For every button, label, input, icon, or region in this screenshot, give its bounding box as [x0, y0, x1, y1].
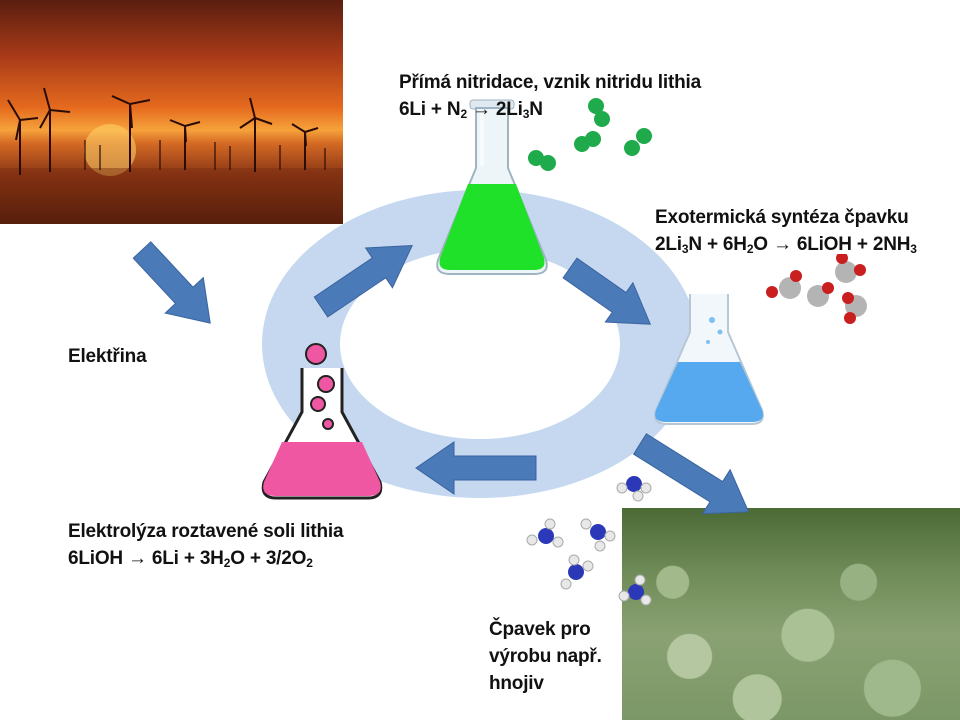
electrolysis-equation: 6LiOH → 6Li + 3H2O + 3/2O2: [68, 547, 313, 570]
ammonia-molecule-icon: [526, 476, 652, 606]
arrow-to-synthesis: [562, 257, 652, 325]
cabbage-field-photo: [622, 508, 960, 720]
ammonia-synthesis-title: Exotermická syntéza čpavku: [655, 207, 909, 228]
ammonia-use-line2: výrobu např.: [489, 645, 602, 667]
wind-farm-photo: [0, 0, 343, 224]
arrow-to-field: [632, 433, 750, 515]
flask-pink-icon: [261, 343, 383, 500]
arrow-to-electrolysis: [415, 441, 537, 495]
wind-turbines-icon: [0, 87, 343, 224]
nitridation-title: Přímá nitridace, vznik nitridu lithia: [399, 72, 701, 93]
electrolysis-title: Elektrolýza roztavené soli lithia: [68, 521, 344, 542]
electrolysis-label: Elektrolýza roztavené soli lithia 6LiOH …: [68, 519, 344, 572]
water-molecule-icon: [766, 254, 867, 324]
ammonia-use-label: Čpavek pro výrobu např. hnojiv: [489, 617, 602, 698]
arrow-to-nitridation: [313, 244, 413, 318]
ammonia-use-line3: hnojiv: [489, 672, 544, 694]
nitridation-equation: 6Li + N2 → 2Li3N: [399, 98, 543, 121]
nitridation-label: Přímá nitridace, vznik nitridu lithia 6L…: [399, 70, 701, 123]
electricity-label: Elektřina: [68, 346, 147, 367]
ammonia-synthesis-equation: 2Li3N + 6H2O → 6LiOH + 2NH3: [655, 233, 917, 256]
ammonia-use-line1: Čpavek pro: [489, 619, 591, 640]
ammonia-synthesis-label: Exotermická syntéza čpavku 2Li3N + 6H2O …: [655, 205, 917, 258]
nitrogen-molecule-icon: [528, 98, 652, 171]
arrow-electricity: [132, 241, 211, 324]
flask-blue-icon: [654, 294, 764, 425]
flask-green-icon: [436, 99, 548, 275]
